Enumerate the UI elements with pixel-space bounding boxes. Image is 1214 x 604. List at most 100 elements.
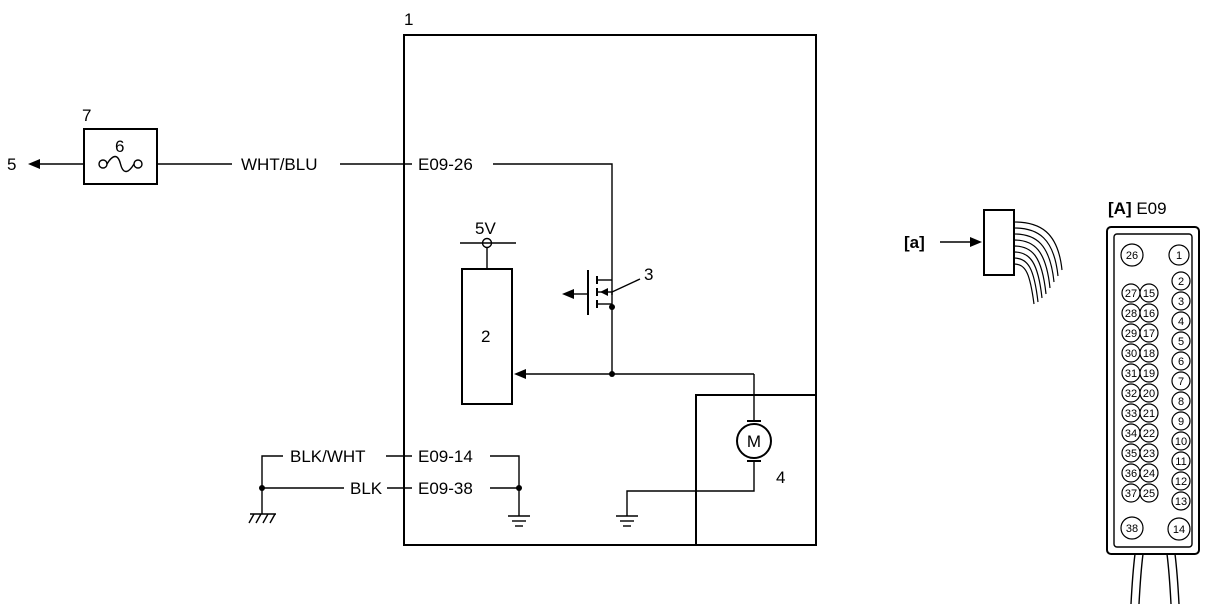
connector-pin: 4 bbox=[1171, 311, 1191, 331]
connector-tail-icon bbox=[1130, 553, 1180, 604]
callout-2: 2 bbox=[481, 327, 490, 346]
ground-wire-blk-wht-a bbox=[261, 455, 283, 488]
connector-title-code: E09 bbox=[1136, 199, 1166, 218]
connector-pin: 24 bbox=[1139, 463, 1159, 483]
supply-internal-wire bbox=[493, 163, 613, 295]
connector-pin: 14 bbox=[1167, 517, 1191, 541]
view-arrow-icon bbox=[970, 237, 982, 247]
connector-pin: 9 bbox=[1171, 411, 1191, 431]
ground-wire-blk-label: BLK bbox=[350, 479, 383, 498]
connector-pin: 35 bbox=[1121, 443, 1141, 463]
connector-pin: 7 bbox=[1171, 371, 1191, 391]
connector-pin: 2 bbox=[1171, 271, 1191, 291]
supply-wire-label: WHT/BLU bbox=[241, 155, 318, 174]
connector-pin: 1 bbox=[1168, 244, 1190, 266]
connector-pin: 38 bbox=[1120, 516, 1144, 540]
connector-pin-label: 17 bbox=[1143, 328, 1155, 340]
callout-3: 3 bbox=[644, 265, 653, 284]
connector-pin-label: 11 bbox=[1175, 456, 1186, 468]
motor-symbol: M bbox=[747, 432, 761, 451]
connector-pin-label: 3 bbox=[1178, 296, 1184, 308]
terminal-e09-26: E09-26 bbox=[418, 155, 473, 174]
connector-pin-label: 36 bbox=[1125, 468, 1137, 480]
connector-pin-label: 13 bbox=[1175, 496, 1187, 508]
terminal-e09-38: E09-38 bbox=[418, 479, 473, 498]
connector-pin-label: 32 bbox=[1125, 388, 1137, 400]
motor-icon bbox=[736, 423, 772, 459]
ground-internal-14 bbox=[490, 455, 520, 488]
connector-pin: 21 bbox=[1139, 403, 1159, 423]
gate-arrow-icon bbox=[562, 289, 574, 299]
connector-pin: 5 bbox=[1171, 331, 1191, 351]
terminal-e09-14: E09-14 bbox=[418, 447, 473, 466]
supply-terminal-icon bbox=[481, 237, 493, 249]
connector-pin: 13 bbox=[1171, 491, 1191, 511]
connector-pin: 17 bbox=[1139, 323, 1159, 343]
connector-pin: 28 bbox=[1121, 303, 1141, 323]
ground-wire-blk-wht-label: BLK/WHT bbox=[290, 447, 366, 466]
connector-pin-label: 16 bbox=[1143, 308, 1155, 320]
connector-pin-label: 27 bbox=[1125, 288, 1137, 300]
connector-pin: 29 bbox=[1121, 323, 1141, 343]
connector-pin-label: 5 bbox=[1178, 336, 1184, 348]
fuse-symbol-icon bbox=[98, 155, 143, 173]
connector-pin-label: 22 bbox=[1143, 428, 1155, 440]
fuse-box bbox=[83, 128, 158, 185]
connector-pin: 27 bbox=[1121, 283, 1141, 303]
connector-pin-label: 14 bbox=[1173, 524, 1185, 536]
connector-pin-label: 12 bbox=[1175, 476, 1187, 488]
connector-pin: 20 bbox=[1139, 383, 1159, 403]
connector-pin-label: 37 bbox=[1125, 488, 1137, 500]
callout-4: 4 bbox=[776, 468, 785, 487]
connector-pin-label: 10 bbox=[1175, 436, 1187, 448]
connector-pin-label: 1 bbox=[1176, 250, 1182, 262]
connector-face-outer bbox=[1106, 226, 1200, 555]
transistor-symbol bbox=[562, 270, 641, 315]
ground-icon bbox=[508, 515, 530, 527]
view-arrow-label: [a] bbox=[904, 233, 925, 252]
connector-title: [A] E09 bbox=[1108, 199, 1167, 218]
ecm-box bbox=[403, 34, 817, 546]
motor-ground-wire bbox=[626, 461, 755, 516]
connector-pin-label: 8 bbox=[1178, 396, 1184, 408]
connector-pin: 26 bbox=[1120, 243, 1144, 267]
chassis-ground-icon bbox=[248, 513, 276, 524]
callout-6: 6 bbox=[115, 137, 124, 156]
connector-pin: 25 bbox=[1139, 483, 1159, 503]
connector-pin-label: 23 bbox=[1143, 448, 1155, 460]
connector-pin-label: 21 bbox=[1143, 408, 1155, 420]
connector-pin: 8 bbox=[1171, 391, 1191, 411]
connector-pin-label: 33 bbox=[1125, 408, 1137, 420]
connector-pin-label: 35 bbox=[1125, 448, 1137, 460]
callout-7: 7 bbox=[82, 106, 91, 125]
connector-pin: 23 bbox=[1139, 443, 1159, 463]
connector-face-inner bbox=[1113, 233, 1193, 548]
signal-arrow-icon bbox=[514, 369, 526, 379]
sensor-supply-label: 5V bbox=[475, 219, 496, 238]
connector-pin-label: 38 bbox=[1126, 523, 1138, 535]
ground-icon bbox=[616, 515, 638, 527]
connector-pin-label: 7 bbox=[1178, 376, 1184, 388]
connector-pin-label: 28 bbox=[1125, 308, 1137, 320]
arrow-left-icon bbox=[28, 159, 40, 169]
connector-title-bracket: [A] bbox=[1108, 199, 1132, 218]
connector-pin: 19 bbox=[1139, 363, 1159, 383]
connector-pin-label: 15 bbox=[1143, 288, 1155, 300]
connector-pin: 3 bbox=[1171, 291, 1191, 311]
connector-pin: 18 bbox=[1139, 343, 1159, 363]
connector-pin: 32 bbox=[1121, 383, 1141, 403]
connector-pin: 22 bbox=[1139, 423, 1159, 443]
connector-pin: 11 bbox=[1171, 451, 1191, 471]
junction-dot bbox=[516, 485, 522, 491]
callout-1: 1 bbox=[404, 10, 413, 29]
connector-pin: 34 bbox=[1121, 423, 1141, 443]
connector-pin-label: 24 bbox=[1143, 468, 1155, 480]
callout-5: 5 bbox=[7, 155, 16, 174]
connector-pin-label: 25 bbox=[1143, 488, 1155, 500]
connector-pin-label: 2 bbox=[1178, 276, 1184, 288]
connector-pin: 15 bbox=[1139, 283, 1159, 303]
connector-pin: 10 bbox=[1171, 431, 1191, 451]
ground-internal-38 bbox=[490, 487, 520, 516]
connector-pin-label: 9 bbox=[1178, 416, 1184, 428]
